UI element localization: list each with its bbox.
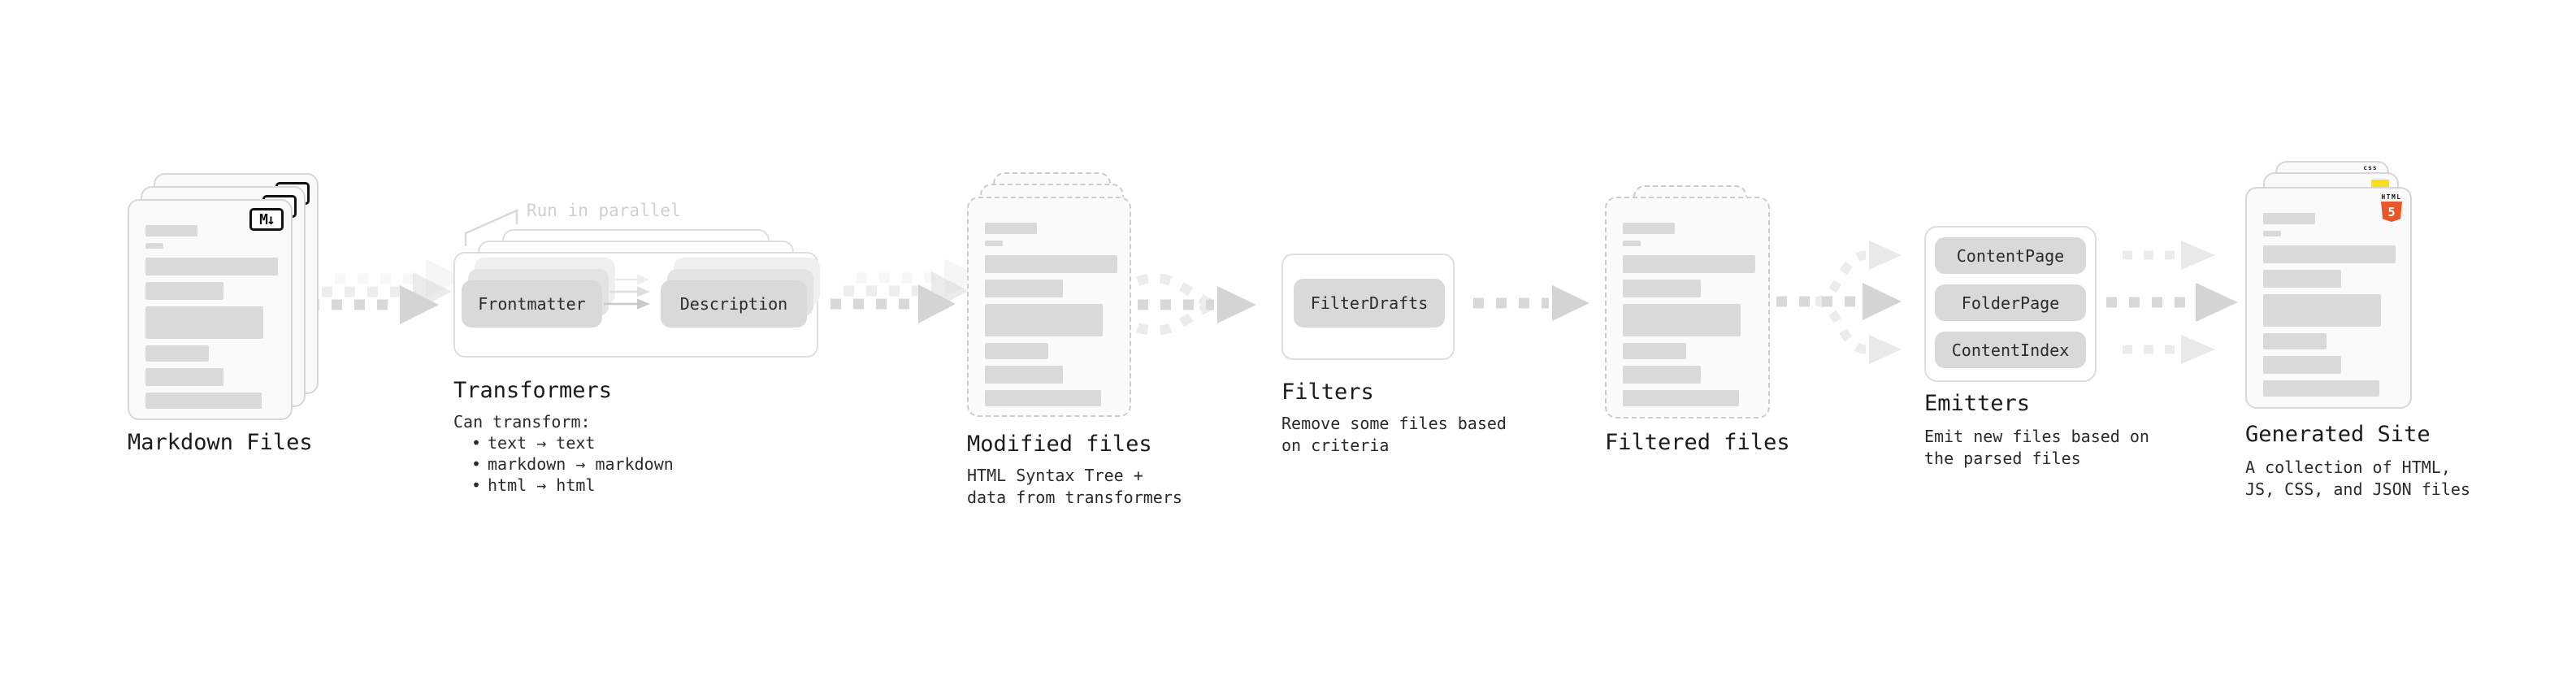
emitter-pill-contentindex: ContentIndex	[1935, 332, 2086, 368]
markdown-icon: M↓	[249, 208, 284, 231]
placeholder-line	[1623, 390, 1739, 406]
placeholder-line	[985, 241, 1003, 246]
modified-doc-front	[967, 197, 1131, 417]
transformer-inner-arrows	[604, 274, 650, 310]
placeholder-line	[145, 393, 262, 409]
placeholder-line	[985, 255, 1117, 273]
flow-arrow-emitters-to-generated	[2106, 241, 2238, 364]
bullet-glyph: •	[471, 433, 482, 453]
placeholder-line	[985, 280, 1063, 297]
transformers-note-title: Can transform:	[453, 412, 591, 432]
stage-label-filters: Filters	[1281, 380, 1374, 405]
emitter-pill-folderpage: FolderPage	[1935, 284, 2086, 321]
placeholder-line	[1623, 223, 1675, 234]
stage-label-generated-site: Generated Site	[2245, 422, 2431, 447]
placeholder-line	[2263, 231, 2281, 236]
placeholder-line	[2263, 333, 2327, 349]
flow-arrow-transformers-to-modified	[830, 258, 982, 323]
html5-icon-label: HTML	[2381, 193, 2402, 201]
stage-subtitle-modified-files: HTML Syntax Tree + data from transformer…	[967, 466, 1182, 507]
placeholder-line	[145, 368, 223, 386]
transform-rule: • markdown → markdown	[453, 453, 674, 475]
transform-rule: • html → html	[453, 475, 674, 496]
bullet-glyph: •	[471, 475, 482, 495]
placeholder-line	[1623, 304, 1741, 336]
placeholder-line	[1623, 343, 1686, 359]
placeholder-line	[2263, 380, 2379, 397]
stage-subtitle-generated-site: A collection of HTML, JS, CSS, and JSON …	[2245, 458, 2470, 499]
transform-rule: • text → text	[453, 432, 674, 453]
placeholder-line	[985, 390, 1101, 406]
markdown-doc-front: M↓	[128, 199, 293, 420]
placeholder-line	[985, 223, 1037, 234]
placeholder-line	[985, 343, 1048, 359]
parallel-note-leader-line	[464, 209, 518, 246]
stage-label-markdown-files: Markdown Files	[128, 430, 313, 455]
html5-icon: HTML 5	[2379, 193, 2405, 222]
stage-subtitle-filters: Remove some files based on criteria	[1281, 414, 1507, 455]
bullet-glyph: •	[471, 454, 482, 474]
flow-arrow-filtered-to-emitters	[1776, 241, 1902, 364]
placeholder-line	[1623, 255, 1755, 273]
placeholder-line	[1623, 241, 1641, 246]
flow-arrow-filters-to-filtered	[1473, 285, 1589, 321]
placeholder-line	[2263, 294, 2381, 327]
placeholder-line	[145, 225, 197, 236]
stage-label-filtered-files: Filtered files	[1605, 430, 1790, 455]
transformer-pill-frontmatter: Frontmatter	[462, 280, 602, 327]
stage-subtitle-emitters: Emit new files based on the parsed files	[1924, 427, 2149, 468]
placeholder-line	[145, 306, 263, 339]
flow-arrow-markdown-to-transformers	[309, 259, 465, 324]
placeholder-line	[145, 345, 209, 362]
placeholder-line	[2263, 270, 2341, 288]
placeholder-line	[1623, 280, 1701, 297]
html5-icon-number: 5	[2387, 204, 2396, 219]
transform-rule-text: html → html	[488, 475, 596, 495]
parallel-note: Run in parallel	[527, 201, 681, 220]
transform-rule-text: text → text	[488, 433, 596, 453]
generated-doc-html: HTML 5	[2245, 187, 2412, 409]
placeholder-line	[145, 282, 223, 300]
placeholder-line	[985, 366, 1063, 384]
transformers-notes: Can transform: • text → text • markdown → …	[453, 411, 674, 496]
stage-label-modified-files: Modified files	[967, 432, 1152, 457]
stage-label-transformers: Transformers	[453, 378, 613, 403]
stage-label-emitters: Emitters	[1924, 391, 2031, 416]
emitter-pill-contentpage: ContentPage	[1935, 237, 2086, 274]
placeholder-line	[145, 243, 163, 249]
transform-rule-text: markdown → markdown	[488, 454, 674, 474]
placeholder-line	[985, 304, 1103, 336]
filter-pill-filterdrafts: FilterDrafts	[1294, 279, 1445, 327]
placeholder-line	[1623, 366, 1701, 384]
placeholder-line	[2263, 213, 2315, 224]
placeholder-line	[145, 258, 278, 275]
transformer-pill-description: Description	[661, 280, 807, 327]
placeholder-line	[2263, 356, 2341, 374]
placeholder-line	[2263, 245, 2396, 263]
css-icon-label: css	[2363, 164, 2378, 171]
flow-arrow-modified-to-filters	[1136, 273, 1256, 336]
html5-icon-shield: 5	[2381, 202, 2402, 222]
filtered-doc-front	[1605, 197, 1770, 419]
